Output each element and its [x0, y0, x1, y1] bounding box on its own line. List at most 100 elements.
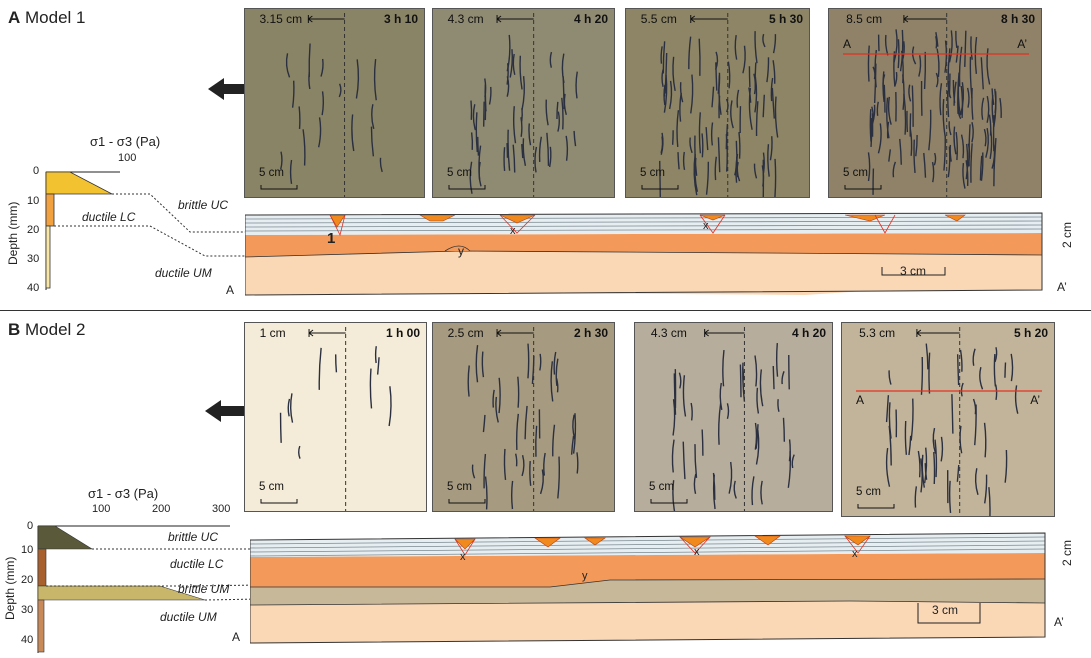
fault-trace: [955, 132, 958, 161]
scale-bar: [448, 185, 486, 190]
width-label: 4.3 cm: [447, 12, 484, 26]
width-label: 8.5 cm: [846, 12, 883, 26]
fault-trace: [917, 450, 921, 478]
scale-label: 5 cm: [640, 167, 665, 179]
fault-trace: [911, 46, 917, 65]
section-mark-a-y: y: [458, 244, 464, 258]
stress-tick-b-200: 200: [152, 503, 171, 515]
fault-trace: [981, 97, 985, 120]
ductile-lc-envelope-a: [45, 193, 55, 227]
panel-b-model-name: Model 2: [25, 320, 86, 339]
fault-trace: [933, 451, 936, 485]
fault-trace: [388, 386, 392, 427]
fault-trace: [285, 53, 291, 78]
fault-trace: [471, 464, 476, 479]
fault-trace: [974, 404, 977, 446]
fault-trace: [888, 149, 892, 162]
fault-trace: [956, 354, 960, 386]
section-mark-a-1: 1: [327, 230, 336, 247]
depth-tick-b-30: 30: [21, 604, 34, 616]
fault-trace: [484, 476, 488, 510]
fault-trace: [701, 429, 704, 456]
scale-bar: [844, 185, 882, 190]
time-label: 3 h 10: [383, 12, 418, 26]
fault-trace: [948, 121, 952, 136]
fault-trace: [1004, 362, 1007, 378]
fault-trace: [924, 463, 928, 480]
fault-trace: [910, 398, 914, 441]
line-end-right: A’: [1030, 393, 1040, 407]
fault-trace: [761, 165, 765, 187]
fault-trace: [738, 132, 741, 159]
fault-trace: [904, 420, 908, 455]
fault-trace: [371, 104, 375, 130]
fault-trace: [928, 109, 932, 151]
fault-trace: [867, 45, 870, 82]
width-arrow-icon: [496, 329, 534, 337]
fault-trace: [682, 151, 686, 171]
fault-trace: [694, 444, 698, 478]
width-arrow-icon: [704, 329, 745, 337]
fault-traces: [260, 13, 383, 197]
fault-trace: [565, 135, 569, 161]
section-end-a-right: A’: [1057, 280, 1067, 294]
fault-trace: [522, 138, 527, 166]
depth-axis-label-b: Depth (mm): [3, 556, 17, 620]
fault-trace: [771, 87, 775, 119]
fault-trace: [693, 473, 697, 494]
fault-trace: [672, 399, 676, 436]
fault-trace: [715, 62, 718, 91]
fault-trace: [935, 32, 939, 47]
scale-label: 5 cm: [259, 481, 284, 493]
panel-a-model-name: Model 1: [25, 8, 86, 27]
fault-trace: [994, 347, 998, 363]
fault-trace: [944, 40, 948, 73]
depth-tick-b-20: 20: [21, 574, 34, 586]
fault-trace: [552, 424, 556, 457]
fault-trace: [965, 160, 969, 187]
section-mark-b-x2: x: [694, 546, 700, 558]
fault-trace: [521, 144, 524, 159]
fault-trace: [678, 372, 682, 389]
fault-trace: [899, 138, 902, 165]
fault-trace: [946, 90, 950, 118]
fault-trace: [298, 445, 301, 459]
stress-tick-a: 100: [118, 152, 137, 164]
fault-traces: [843, 13, 1029, 197]
time-label: 1 h 00: [385, 326, 420, 340]
fault-trace: [503, 448, 507, 480]
fault-trace: [539, 469, 544, 495]
time-label: 4 h 20: [791, 326, 826, 340]
fault-trace: [948, 30, 953, 63]
layer-label-b-ductile-um: ductile UM: [160, 610, 217, 624]
time-label: 5 h 20: [1013, 326, 1048, 340]
fault-trace: [663, 84, 667, 97]
fault-trace: [688, 36, 692, 70]
fault-trace: [672, 480, 676, 511]
fault-trace: [983, 128, 987, 147]
fault-trace: [575, 71, 578, 99]
fault-traces: [448, 327, 579, 511]
fault-trace: [711, 86, 715, 108]
fault-trace: [475, 112, 478, 153]
fault-trace: [338, 83, 342, 98]
fault-trace: [767, 144, 770, 177]
depth-axis-label-a: Depth (mm): [6, 201, 20, 265]
fault-trace: [467, 365, 470, 397]
fault-trace: [660, 136, 664, 154]
fault-trace: [302, 129, 306, 166]
fault-trace: [962, 162, 966, 189]
fault-trace: [923, 51, 927, 90]
fault-traces: [260, 327, 392, 511]
fault-trace: [512, 53, 516, 75]
fault-trace: [968, 124, 971, 167]
stress-label-b: σ1 - σ3 (Pa): [88, 486, 159, 501]
fault-trace: [694, 135, 698, 176]
fault-trace: [908, 84, 912, 102]
fault-trace: [373, 58, 377, 101]
fault-trace: [782, 417, 786, 442]
fault-trace: [520, 117, 523, 137]
scale-bar: [260, 185, 298, 190]
fault-trace: [935, 72, 939, 88]
